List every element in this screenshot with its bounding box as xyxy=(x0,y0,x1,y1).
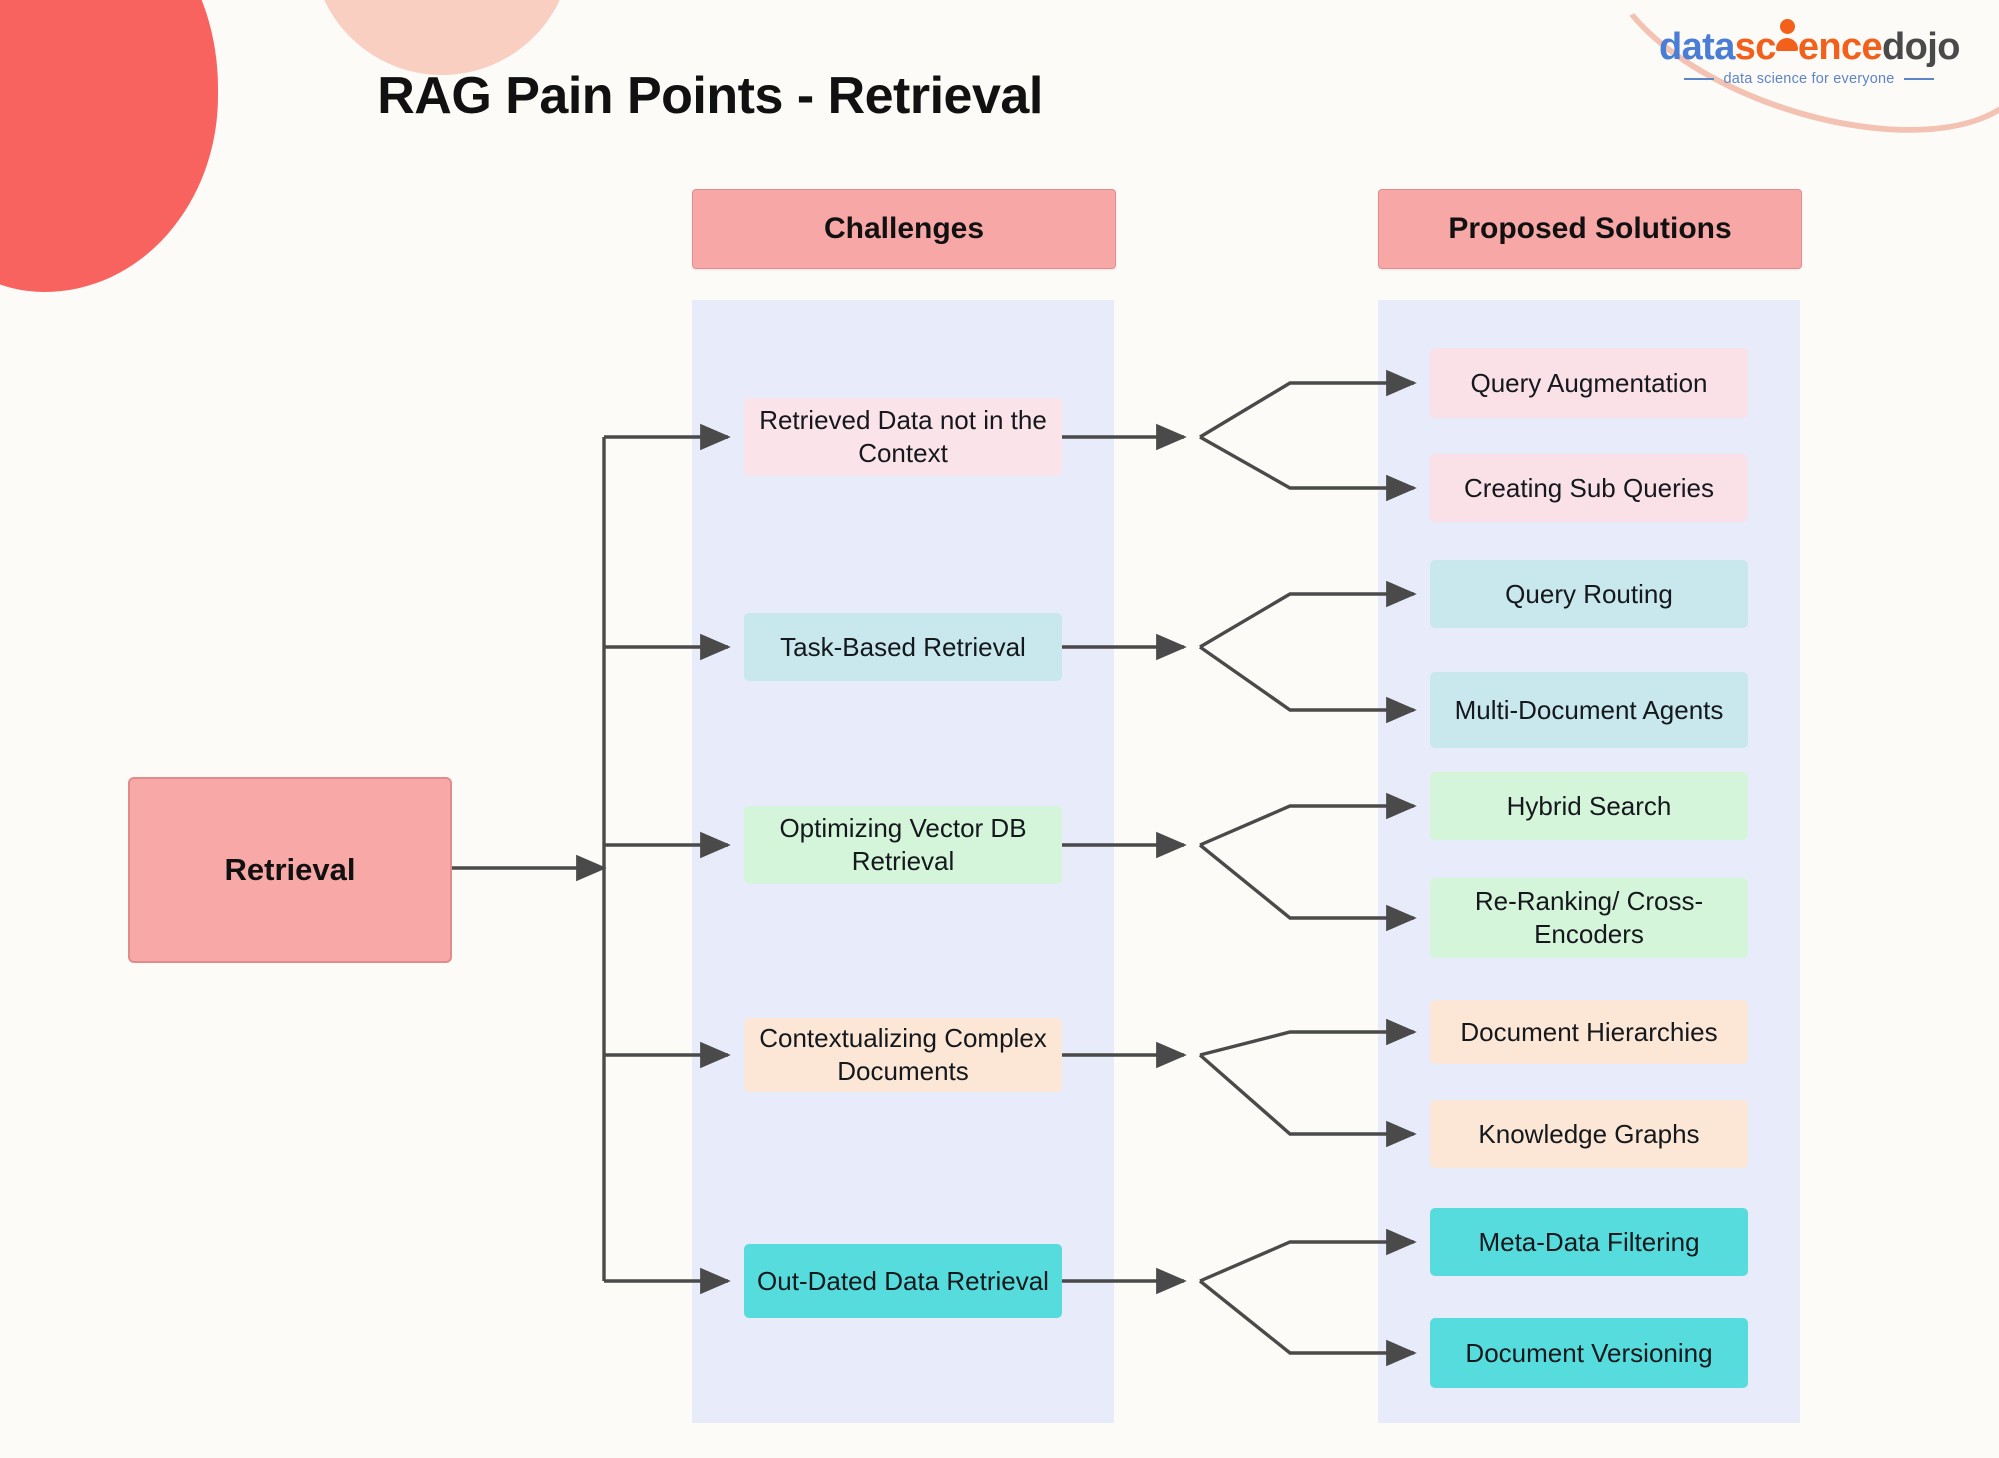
logo-seg-ence: ence xyxy=(1797,26,1883,68)
challenge-node-5[interactable]: Out-Dated Data Retrieval xyxy=(744,1244,1062,1318)
solution-node-2-1[interactable]: Query Routing xyxy=(1430,560,1748,628)
root-node-retrieval[interactable]: Retrieval xyxy=(128,777,452,963)
tagline-rule-left xyxy=(1684,78,1715,81)
challenges-header: Challenges xyxy=(692,189,1116,269)
logo-seg-data: data xyxy=(1659,26,1735,68)
challenge-node-2[interactable]: Task-Based Retrieval xyxy=(744,613,1062,681)
solution-node-4-2[interactable]: Knowledge Graphs xyxy=(1430,1100,1748,1168)
decorative-peach-circle xyxy=(312,0,572,75)
logo-seg-dojo: dojo xyxy=(1882,26,1960,68)
challenge-node-4[interactable]: Contextualizing Complex Documents xyxy=(744,1018,1062,1092)
solution-node-1-1[interactable]: Query Augmentation xyxy=(1430,348,1748,418)
solution-node-1-2[interactable]: Creating Sub Queries xyxy=(1430,454,1748,522)
person-icon xyxy=(1775,19,1798,63)
solutions-header: Proposed Solutions xyxy=(1378,189,1802,269)
logo-tagline-row: data science for everyone xyxy=(1659,72,1959,87)
solution-node-3-2[interactable]: Re-Ranking/ Cross-Encoders xyxy=(1430,878,1748,958)
page-title: RAG Pain Points - Retrieval xyxy=(377,67,1043,125)
logo-tagline: data science for everyone xyxy=(1723,71,1895,87)
tagline-rule-right xyxy=(1903,78,1934,81)
challenge-node-1[interactable]: Retrieved Data not in the Context xyxy=(744,398,1062,476)
solution-node-5-1[interactable]: Meta-Data Filtering xyxy=(1430,1208,1748,1276)
challenge-node-3[interactable]: Optimizing Vector DB Retrieval xyxy=(744,806,1062,884)
logo-seg-sc: sc xyxy=(1734,26,1777,68)
solution-node-4-1[interactable]: Document Hierarchies xyxy=(1430,1000,1748,1064)
solution-node-2-2[interactable]: Multi-Document Agents xyxy=(1430,672,1748,748)
solution-node-3-1[interactable]: Hybrid Search xyxy=(1430,772,1748,840)
decorative-coral-circle xyxy=(0,0,218,292)
solution-node-5-2[interactable]: Document Versioning xyxy=(1430,1318,1748,1388)
